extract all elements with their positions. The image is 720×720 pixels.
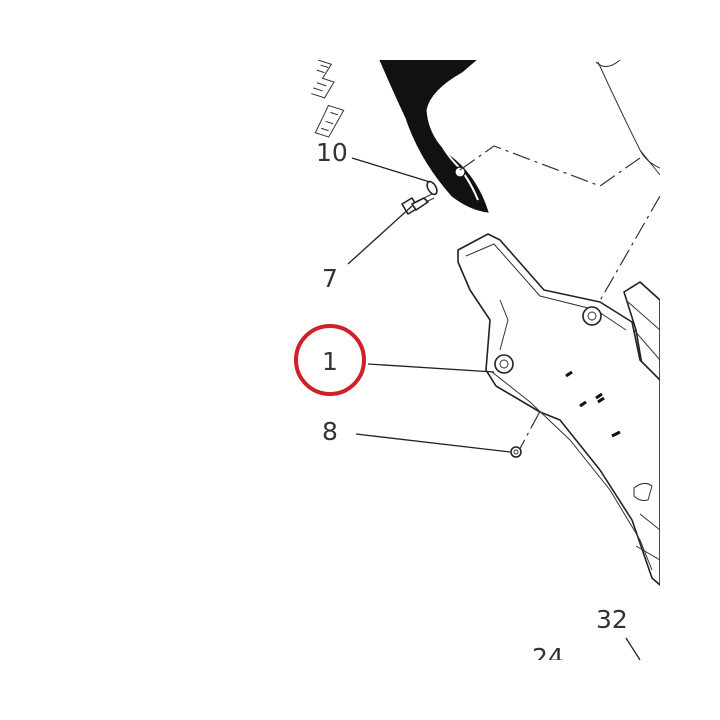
- callout-1[interactable]: 1: [322, 347, 338, 376]
- sp-logo-decal: [311, 60, 345, 138]
- nut-part-8: [510, 446, 522, 458]
- leader-lines: [347, 157, 641, 661]
- callout-24[interactable]: 24: [532, 643, 564, 672]
- screw-part-7: [401, 193, 435, 215]
- black-bracket: [379, 60, 489, 213]
- callout-10[interactable]: 10: [316, 138, 348, 167]
- washer-part-10: [426, 180, 438, 196]
- side-cover-part-1: [457, 233, 660, 586]
- highlight-ring-callout-1: [294, 324, 366, 396]
- callout-7[interactable]: 7: [322, 264, 338, 293]
- callout-32[interactable]: 32: [596, 605, 628, 634]
- callout-8[interactable]: 8: [322, 417, 338, 446]
